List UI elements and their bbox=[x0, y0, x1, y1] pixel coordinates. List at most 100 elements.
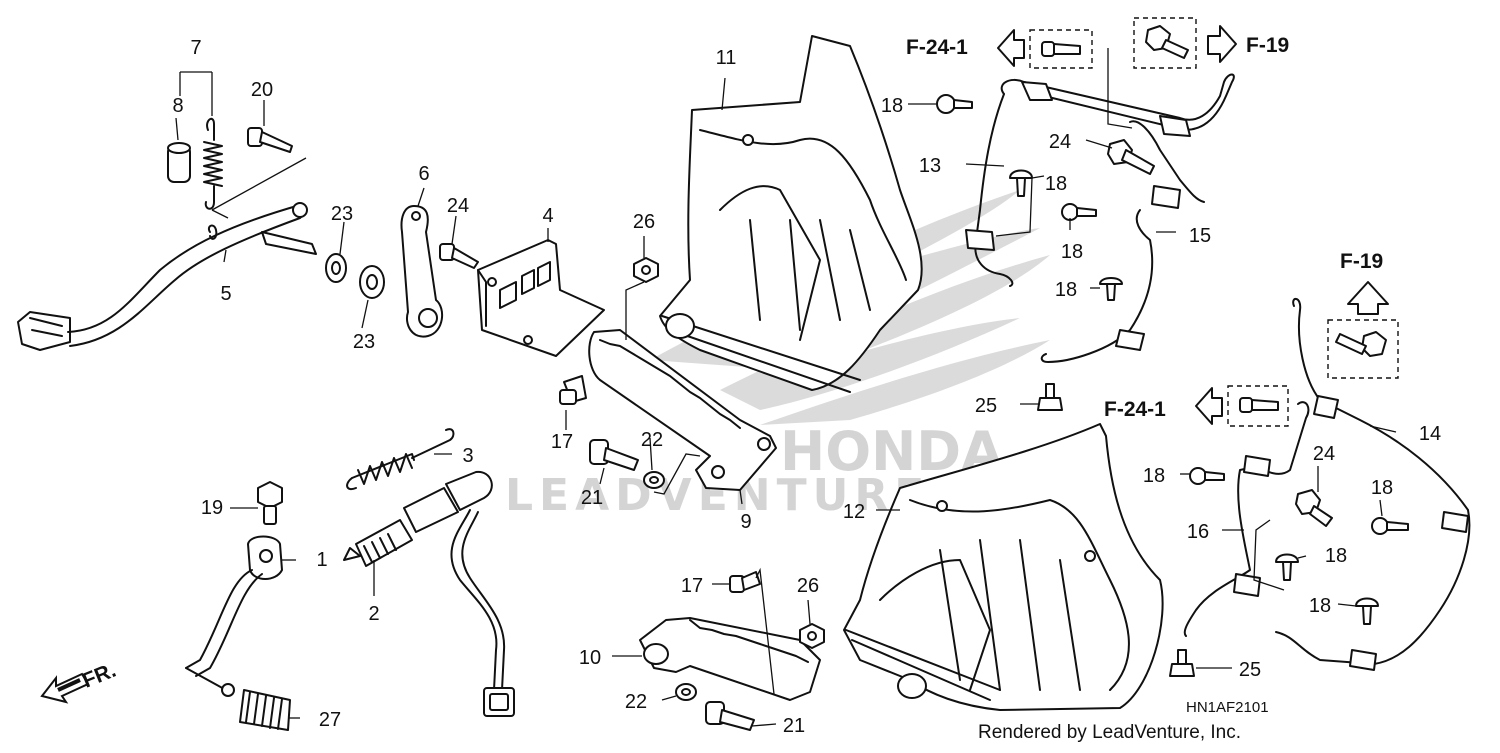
callout-18a: 18 bbox=[881, 95, 903, 117]
washer-22a bbox=[643, 471, 665, 489]
callout-25b: 25 bbox=[1239, 659, 1261, 681]
step-9 bbox=[588, 329, 777, 491]
screw-18g bbox=[1275, 553, 1299, 581]
callout-22b: 22 bbox=[625, 691, 647, 713]
bolt-24a bbox=[439, 243, 479, 269]
callout-13: 13 bbox=[919, 155, 941, 177]
callout-25a: 25 bbox=[975, 395, 997, 417]
nut-26a bbox=[633, 257, 659, 283]
arm-6 bbox=[400, 205, 444, 338]
callout-18h: 18 bbox=[1309, 595, 1331, 617]
spring-7 bbox=[203, 117, 223, 210]
callout-14: 14 bbox=[1419, 423, 1441, 445]
callout-18g: 18 bbox=[1325, 545, 1347, 567]
bolt-25a bbox=[1037, 383, 1063, 411]
callout-27: 27 bbox=[319, 709, 341, 731]
ref-f19-right: F-19 bbox=[1340, 250, 1383, 273]
bolt-19 bbox=[257, 481, 283, 525]
plate-4 bbox=[477, 239, 605, 357]
washer-23a bbox=[325, 253, 347, 283]
screw-18c bbox=[1061, 203, 1097, 221]
lower-guard-12 bbox=[843, 423, 1164, 711]
front-arrow-icon bbox=[40, 672, 90, 704]
rubber-27 bbox=[239, 689, 291, 731]
callout-3: 3 bbox=[462, 445, 473, 467]
pin-17b bbox=[729, 571, 761, 593]
bolt-21a bbox=[589, 439, 639, 471]
diagram-code: HN1AF2101 bbox=[1186, 699, 1269, 716]
callout-8: 8 bbox=[172, 95, 183, 117]
callout-7: 7 bbox=[190, 37, 201, 59]
rod-13 bbox=[965, 73, 1235, 287]
washer-22b bbox=[675, 683, 697, 701]
callout-15: 15 bbox=[1189, 225, 1211, 247]
callout-17a: 17 bbox=[551, 431, 573, 453]
screw-18h bbox=[1355, 597, 1379, 625]
switch-2 bbox=[343, 470, 515, 717]
nut-26b bbox=[799, 623, 825, 649]
callout-20: 20 bbox=[251, 79, 273, 101]
callout-21a: 21 bbox=[581, 487, 603, 509]
callout-1: 1 bbox=[316, 549, 327, 571]
callout-18b: 18 bbox=[1045, 173, 1067, 195]
ref-f19-top: F-19 bbox=[1246, 34, 1289, 57]
callout-12: 12 bbox=[843, 501, 865, 523]
callout-10: 10 bbox=[579, 647, 601, 669]
screw-18e bbox=[1189, 467, 1225, 485]
ref-f24-mid: F-24-1 bbox=[1104, 398, 1166, 421]
callout-18d: 18 bbox=[1055, 279, 1077, 301]
callout-26a: 26 bbox=[633, 211, 655, 233]
callout-6: 6 bbox=[418, 163, 429, 185]
callout-24b: 24 bbox=[1049, 131, 1071, 153]
credit-text: Rendered by LeadVenture, Inc. bbox=[978, 722, 1241, 743]
callout-26b: 26 bbox=[797, 575, 819, 597]
callout-23b: 23 bbox=[353, 331, 375, 353]
callout-4: 4 bbox=[542, 205, 553, 227]
callout-22a: 22 bbox=[641, 429, 663, 451]
callout-18c: 18 bbox=[1061, 241, 1083, 263]
brake-pedal bbox=[17, 202, 317, 351]
screw-18d bbox=[1099, 277, 1123, 301]
callout-19: 19 bbox=[201, 497, 223, 519]
front-indicator-label: FR. bbox=[79, 659, 119, 693]
washer-23b bbox=[359, 265, 385, 299]
rod-15 bbox=[1040, 120, 1205, 363]
callout-24a: 24 bbox=[447, 195, 469, 217]
callout-17b: 17 bbox=[681, 575, 703, 597]
upper-guard-11 bbox=[659, 35, 923, 393]
callout-23a: 23 bbox=[331, 203, 353, 225]
callout-18f: 18 bbox=[1371, 477, 1393, 499]
bolt-24c bbox=[1295, 489, 1333, 527]
callout-2: 2 bbox=[368, 603, 379, 625]
step-10 bbox=[639, 617, 821, 701]
screw-18f bbox=[1371, 517, 1409, 535]
bolt-24b bbox=[1107, 139, 1155, 175]
bolt-20 bbox=[247, 127, 293, 153]
ref-box-f24-top bbox=[997, 29, 1093, 69]
spring-3 bbox=[346, 428, 455, 490]
callouts: 1 2 3 4 5 6 7 8 9 10 11 12 13 14 15 16 1… bbox=[172, 37, 1441, 737]
bolt-25b bbox=[1169, 649, 1195, 677]
callout-16: 16 bbox=[1187, 521, 1209, 543]
bolt-21b bbox=[705, 701, 755, 731]
rod-14 bbox=[1275, 298, 1471, 671]
collar-8 bbox=[167, 142, 191, 183]
lever-1 bbox=[185, 535, 283, 697]
ref-f24-top: F-24-1 bbox=[906, 36, 968, 59]
ref-box-f19-right bbox=[1327, 281, 1399, 379]
callout-5: 5 bbox=[220, 283, 231, 305]
screw-18a bbox=[936, 94, 973, 114]
leader-lines bbox=[175, 48, 1397, 727]
rod-16 bbox=[1183, 401, 1310, 637]
callout-21b: 21 bbox=[783, 715, 805, 737]
callout-11: 11 bbox=[716, 47, 737, 69]
pin-17a bbox=[559, 375, 587, 405]
ref-box-f19-top bbox=[1133, 17, 1237, 69]
ref-box-f24-mid bbox=[1195, 385, 1289, 427]
callout-24c: 24 bbox=[1313, 443, 1335, 465]
screw-18b bbox=[1009, 169, 1033, 197]
callout-18e: 18 bbox=[1143, 465, 1165, 487]
callout-9: 9 bbox=[740, 511, 751, 533]
